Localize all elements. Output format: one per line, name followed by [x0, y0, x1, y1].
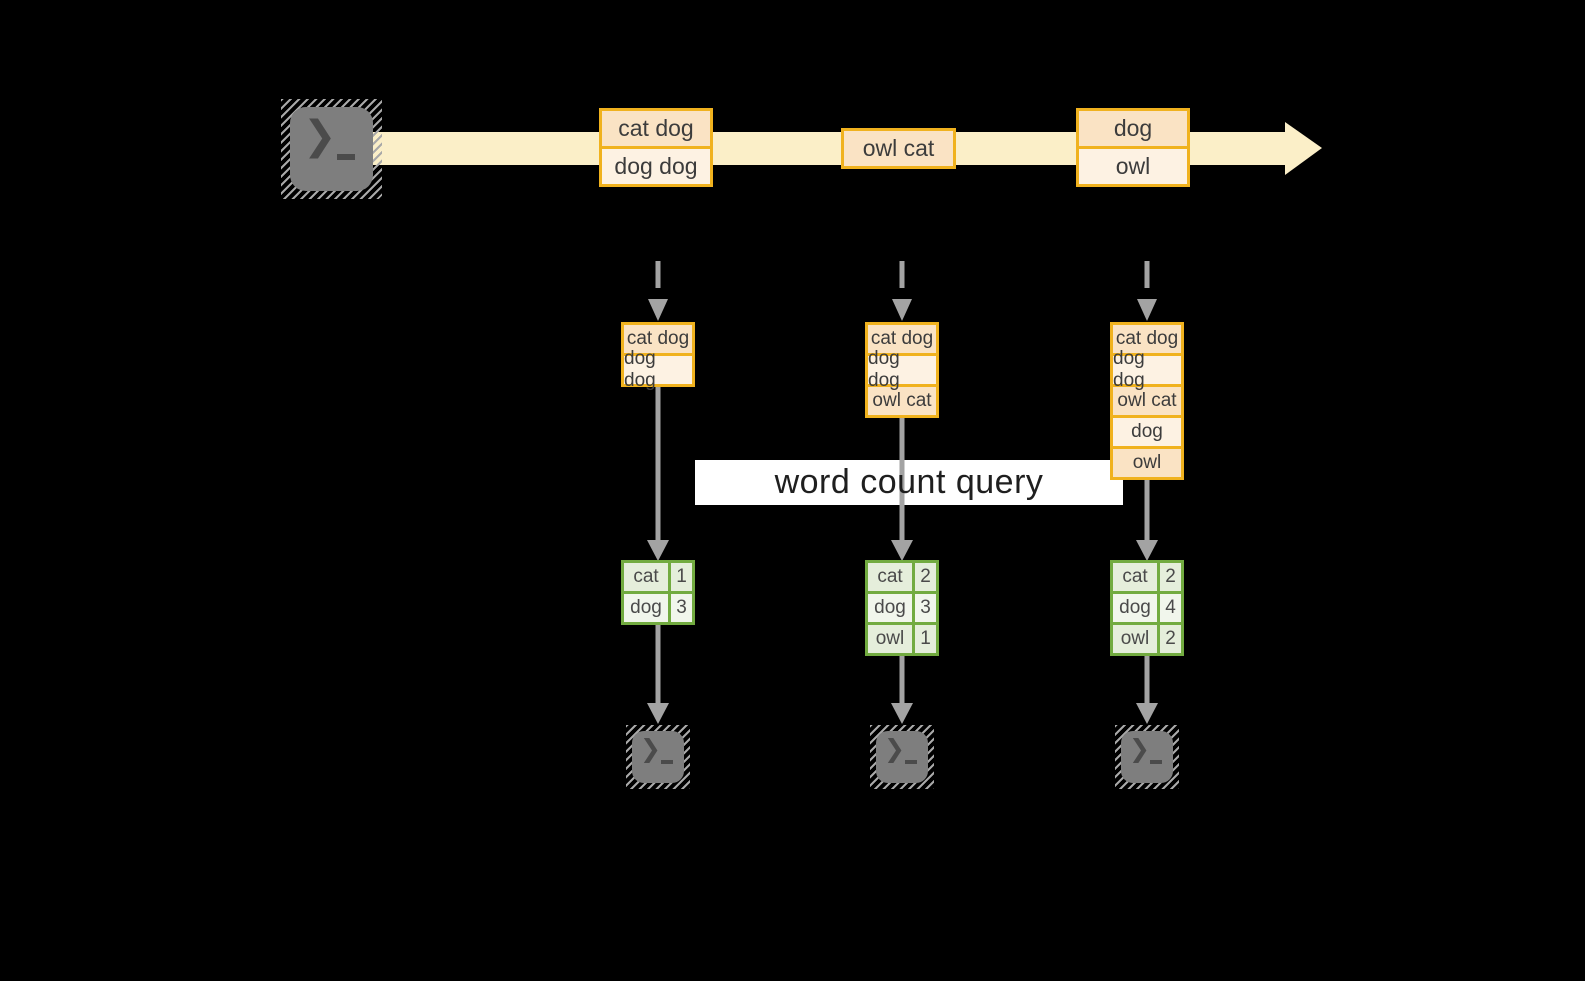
terminal-cursor-icon	[905, 760, 917, 764]
buffer-stack: cat dog dog dog owl cat	[865, 322, 939, 418]
sink-terminal-icon: ❯	[626, 725, 690, 789]
terminal-prompt-icon: ❯	[1129, 734, 1150, 763]
buffer-stack: cat dog dog dog owl cat dog owl	[1110, 322, 1184, 480]
record-cell: owl cat	[844, 131, 953, 166]
terminal-body: ❯	[1121, 731, 1173, 783]
query-banner	[695, 460, 1123, 505]
count-word: cat	[1122, 566, 1148, 587]
stream-record-box: cat dog dog dog	[599, 108, 713, 187]
record-cell: dog dog	[602, 146, 710, 184]
terminal-cursor-icon	[661, 760, 673, 764]
down-arrow	[1136, 655, 1158, 724]
count-word: dog	[1119, 597, 1151, 618]
buffer-cell: cat dog	[624, 325, 692, 353]
count-value: 2	[912, 563, 936, 591]
sink-terminal-icon: ❯	[870, 725, 934, 789]
terminal-cursor-icon	[337, 154, 355, 160]
count-value: 1	[668, 563, 692, 591]
buffer-cell: owl	[1113, 446, 1181, 477]
count-word: owl	[1120, 628, 1150, 649]
sink-terminal-icon: ❯	[1115, 725, 1179, 789]
count-value: 2	[1157, 563, 1181, 591]
count-word: owl	[875, 628, 905, 649]
record-cell: dog	[1079, 111, 1187, 146]
down-arrow	[1136, 480, 1158, 561]
count-row: dog 3	[624, 591, 692, 622]
buffer-cell: owl cat	[1113, 384, 1181, 415]
count-row: dog 4	[1113, 591, 1181, 622]
terminal-prompt-icon: ❯	[303, 113, 337, 159]
count-value: 2	[1157, 625, 1181, 653]
terminal-cursor-icon	[1150, 760, 1162, 764]
record-cell: owl	[1079, 146, 1187, 184]
buffer-cell: dog dog	[624, 348, 692, 391]
count-table: cat 2 dog 4 owl 2	[1110, 560, 1184, 656]
count-word: cat	[877, 566, 903, 587]
dashed-down-arrow	[648, 261, 668, 321]
count-value: 1	[912, 625, 936, 653]
down-arrow	[891, 655, 913, 724]
count-row: dog 3	[868, 591, 936, 622]
dashed-down-arrow	[1137, 261, 1157, 321]
record-cell: cat dog	[602, 111, 710, 146]
count-row: cat 2	[1113, 563, 1181, 591]
buffer-cell: dog	[1113, 415, 1181, 446]
down-arrow	[891, 417, 913, 561]
count-row: owl 1	[868, 622, 936, 653]
query-banner-label: word count query	[774, 463, 1044, 501]
count-value: 3	[668, 594, 692, 622]
terminal-body: ❯	[290, 107, 373, 191]
count-row: cat 1	[624, 563, 692, 591]
count-row: cat 2	[868, 563, 936, 591]
dashed-down-arrow	[892, 261, 912, 321]
stream-record-box: owl cat	[841, 128, 956, 169]
count-table: cat 2 dog 3 owl 1	[865, 560, 939, 656]
terminal-body: ❯	[876, 731, 928, 783]
count-word: cat	[633, 566, 659, 587]
terminal-prompt-icon: ❯	[884, 734, 905, 763]
buffer-stack: cat dog dog dog	[621, 322, 695, 391]
terminal-body: ❯	[632, 731, 684, 783]
buffer-cell: cat dog	[868, 325, 936, 353]
count-value: 3	[912, 594, 936, 622]
buffer-cell: owl cat	[868, 384, 936, 415]
stream-record-box: dog owl	[1076, 108, 1190, 187]
stream-arrow-head	[1285, 122, 1322, 175]
count-row: owl 2	[1113, 622, 1181, 653]
count-word: dog	[630, 597, 662, 618]
count-value: 4	[1157, 594, 1181, 622]
buffer-cell: dog dog	[868, 348, 936, 391]
down-arrow	[647, 385, 669, 561]
count-word: dog	[874, 597, 906, 618]
buffer-cell: dog dog	[1113, 348, 1181, 391]
source-terminal-icon: ❯	[281, 99, 382, 199]
terminal-prompt-icon: ❯	[640, 734, 661, 763]
count-table: cat 1 dog 3	[621, 560, 695, 625]
down-arrow	[647, 623, 669, 724]
buffer-cell: cat dog	[1113, 325, 1181, 353]
